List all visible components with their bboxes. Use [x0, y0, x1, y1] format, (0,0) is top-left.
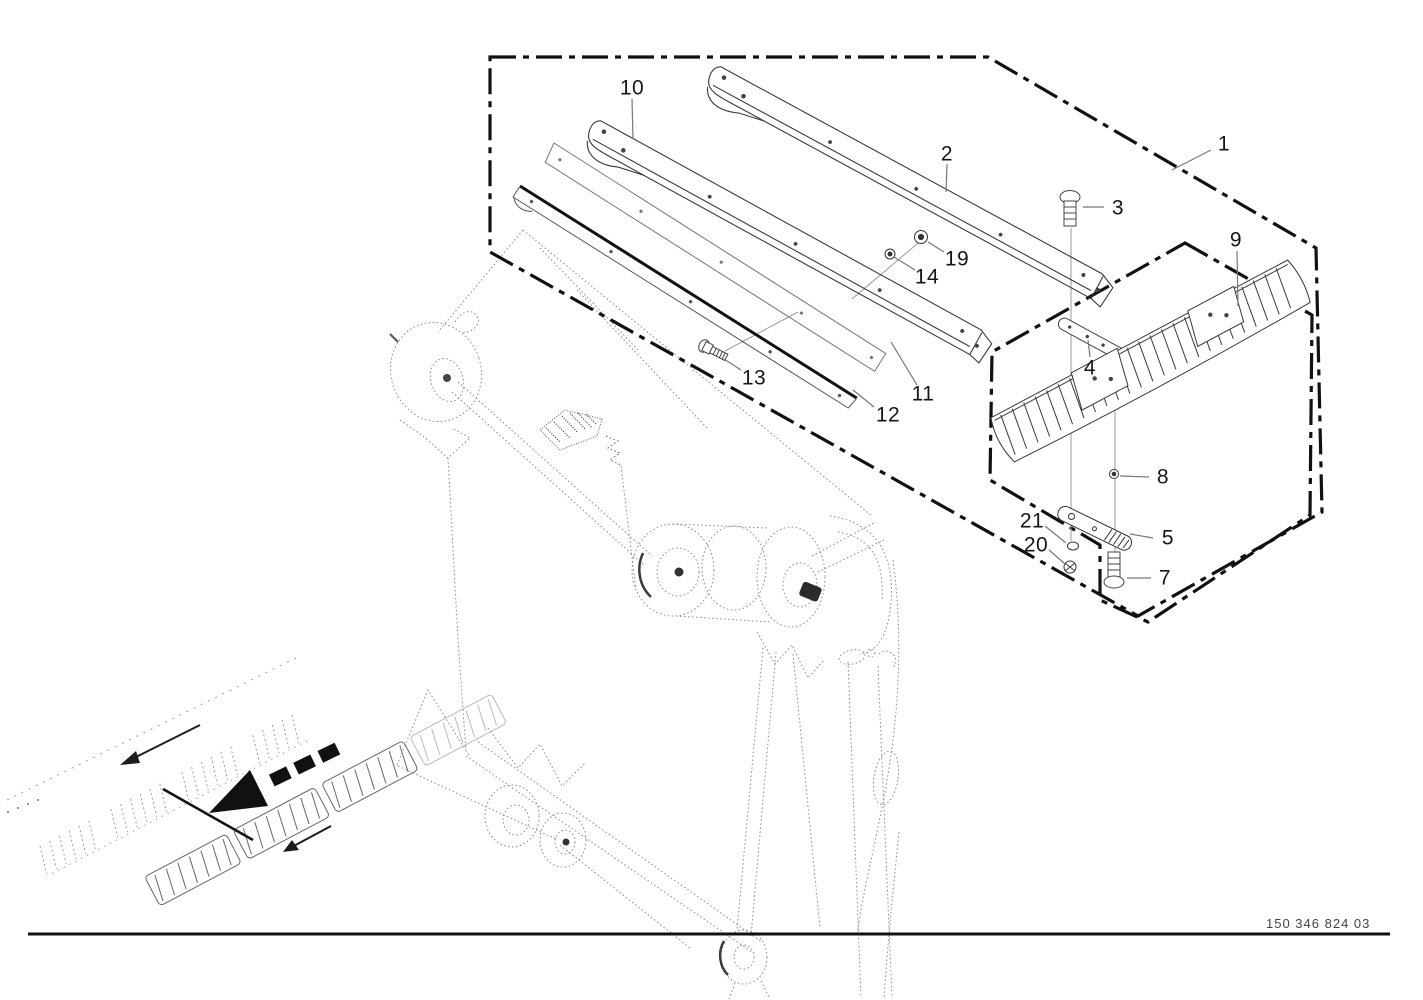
part-number-20: 20 [1023, 533, 1049, 557]
inner-assembly-boundary [988, 241, 1314, 624]
part-number-9: 9 [1229, 228, 1243, 252]
machine-dark-accents [389, 333, 822, 976]
part-number-3: 3 [1111, 196, 1125, 220]
outer-assembly-boundary [488, 55, 1324, 618]
part-number-19: 19 [944, 247, 970, 271]
wear-sheet-11 [544, 142, 887, 373]
part-number-7: 7 [1158, 566, 1172, 590]
part-number-5: 5 [1161, 526, 1175, 550]
part-number-8: 8 [1156, 465, 1170, 489]
part-number-2: 2 [940, 142, 954, 166]
callout-leader-lines [631, 98, 1239, 579]
chain-direction-arrow-icon [283, 825, 332, 852]
link-plate-5 [1057, 505, 1133, 551]
machine-frame-underdrawing [389, 229, 900, 1000]
clamp-strip-12 [512, 184, 858, 409]
part-number-13: 13 [741, 366, 767, 390]
part-number-14: 14 [914, 265, 940, 289]
support-rail-10 [577, 117, 996, 371]
hatched-block [539, 409, 603, 451]
part-number-10: 10 [619, 76, 645, 100]
support-rail-2 [697, 63, 1117, 315]
screw-3 [1059, 190, 1081, 227]
part-number-21: 21 [1019, 509, 1045, 533]
large-direction-arrow-icon [162, 742, 341, 842]
part-number-11: 11 [911, 382, 935, 406]
part-number-1: 1 [1217, 132, 1231, 156]
small-direction-arrow-icon [120, 724, 201, 765]
lock-nut-19 [914, 230, 928, 244]
nut-8 [1109, 469, 1119, 479]
rasp-bar-9 [990, 259, 1311, 463]
flanged-washer-20 [1063, 560, 1077, 574]
ghost-rasp-bars [6, 656, 312, 875]
washer-21 [1067, 541, 1079, 551]
bolt-7 [1103, 551, 1125, 589]
part-number-12: 12 [875, 403, 901, 427]
part-number-4: 4 [1083, 356, 1097, 380]
washer-14 [884, 248, 896, 260]
drawing-number: 150 346 824 03 [1266, 916, 1371, 931]
carriage-bolt-13 [698, 339, 729, 362]
